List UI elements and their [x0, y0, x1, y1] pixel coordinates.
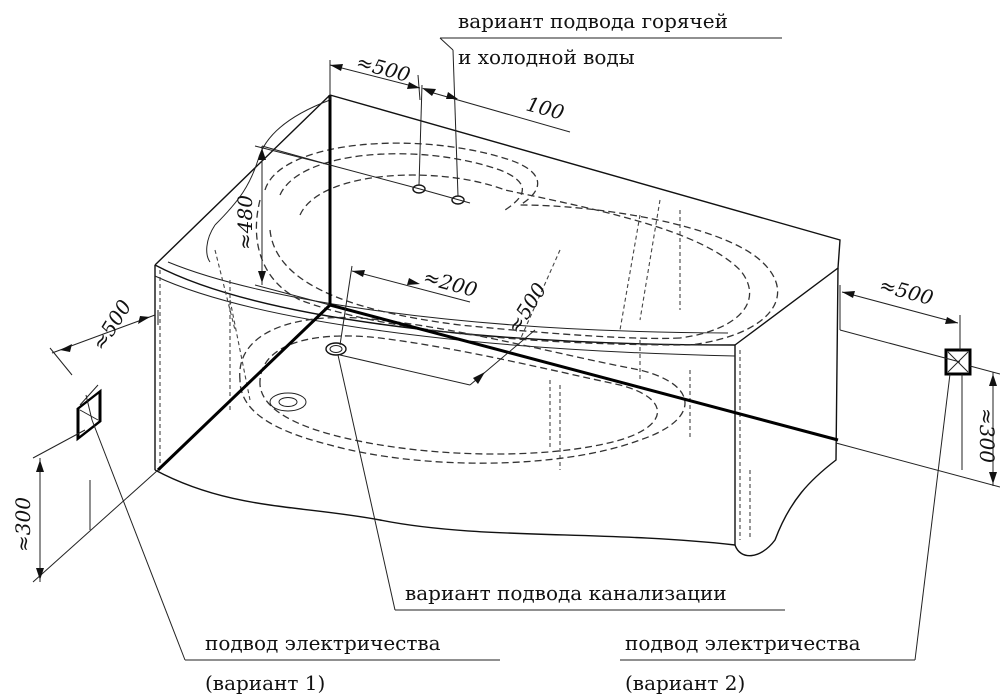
power2-height-value: ≈300	[975, 408, 999, 463]
power-outlet-1	[76, 384, 500, 661]
power1-height-dimension	[32, 429, 159, 583]
power1-label-line1: подвод электричества	[205, 631, 441, 655]
water-height-value: ≈480	[233, 195, 257, 250]
drain-offset-dimension	[339, 265, 471, 346]
power2-height-dimension	[835, 365, 1000, 488]
water-offset-dimension	[329, 60, 421, 101]
water-offset-value: ≈500	[354, 50, 414, 87]
water-label-line1: вариант подвода горячей	[458, 9, 728, 33]
water-spacing-value: 100	[524, 92, 567, 125]
water-height-dimension	[254, 145, 331, 306]
water-label-line2: и холодной воды	[458, 45, 635, 69]
water-spacing-dimension	[422, 88, 571, 133]
drain-depth-dimension	[339, 329, 536, 386]
power1-label-line2: (вариант 1)	[205, 671, 325, 695]
power-outlet-2	[620, 348, 972, 661]
reference-axes	[156, 95, 839, 472]
power2-offset-value: ≈500	[877, 273, 937, 310]
power1-height-value: ≈300	[11, 497, 35, 552]
basin-hidden-lines	[214, 142, 779, 464]
drain-label: вариант подвода канализации	[405, 581, 727, 605]
bathtub-outline	[154, 94, 841, 557]
drain-point	[325, 342, 785, 611]
power2-offset-dimension	[839, 285, 961, 363]
power2-label-line2: (вариант 2)	[625, 671, 745, 695]
drain-depth-value: ≈500	[502, 278, 552, 338]
power1-offset-dimension	[49, 310, 159, 376]
drain-outlet	[325, 342, 347, 356]
power2-label-line1: подвод электричества	[625, 631, 861, 655]
